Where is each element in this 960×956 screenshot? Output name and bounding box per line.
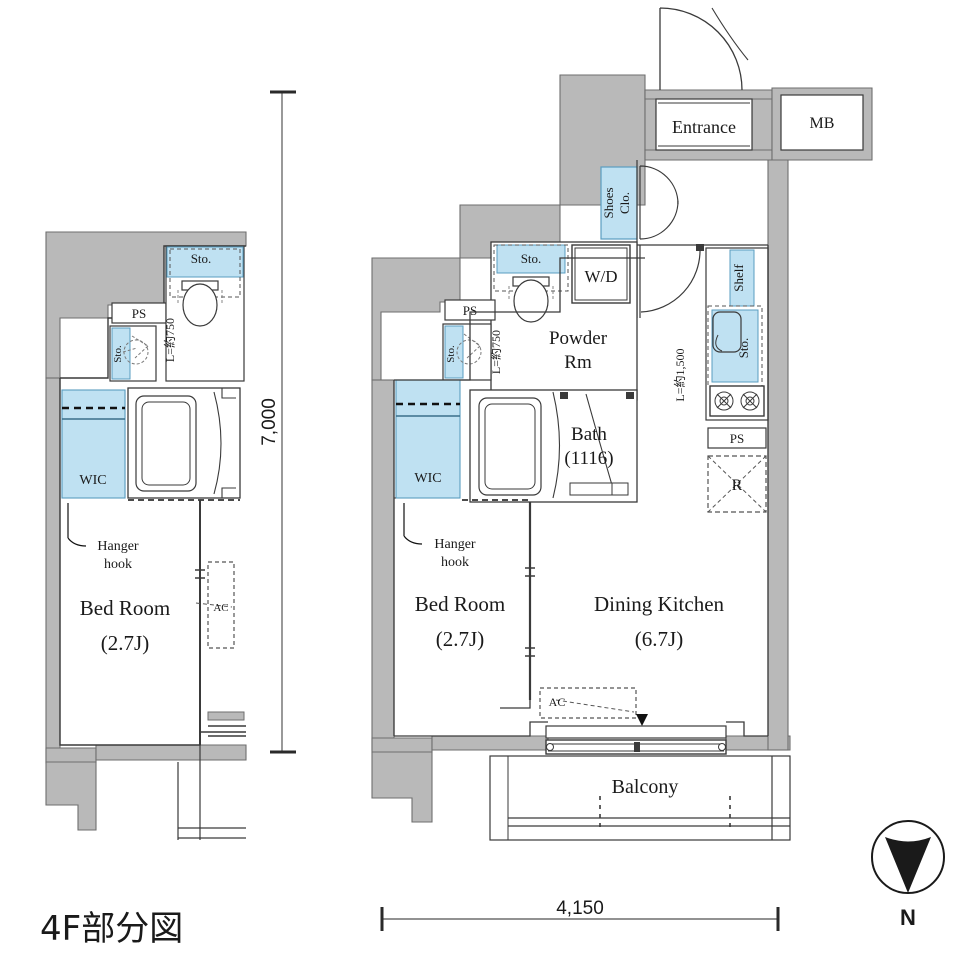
hall-door-swing-upper [639, 165, 679, 239]
left-partition-marks [195, 569, 205, 579]
left-exterior-wall-west [45, 377, 61, 764]
shoes-closet-label-1: Shoes [601, 187, 616, 218]
right-ps-kitchen: PS [707, 427, 767, 449]
bath-door-swing [552, 391, 560, 499]
left-balcony-hint [177, 711, 246, 840]
left-bath-area [127, 387, 241, 499]
kitchen-shelf-label: Shelf [731, 264, 746, 292]
powder-room: Sto. W/D Powder Rm L=約750 [488, 241, 638, 401]
bath-door-leaf [585, 393, 615, 493]
left-sto-small: Sto. [109, 325, 157, 382]
compass-needle [885, 837, 931, 893]
bath-room: Bath (1116) [469, 389, 638, 503]
kitchen-door-swing [639, 245, 701, 318]
right-interior-wall-south [394, 721, 548, 737]
left-bed-room-label-line2: (2.7J) [101, 631, 149, 655]
entrance-label: Entrance [672, 117, 736, 137]
vertical-dimension-label: 7,000 [259, 398, 280, 446]
right-hanger-hook-line2: hook [441, 555, 469, 570]
left-toilet-length-label: L=約750 [162, 318, 177, 362]
left-plan-group: PS Sto. Sto. L=約750 WIC [45, 231, 247, 840]
left-hanger-hook: Hanger hook [67, 499, 240, 572]
toilet-length-label: L=約750 [488, 330, 503, 374]
dining-kitchen-label-line2: (6.7J) [635, 627, 683, 651]
kitchen-length-label: L=約1,500 [672, 348, 687, 401]
left-sto-toilet-label: Sto. [191, 251, 212, 266]
compass-north-label: N [900, 905, 916, 930]
left-ps-box: PS [111, 302, 167, 324]
right-exterior-wall-east [767, 149, 789, 751]
right-exterior-wall-south-b [431, 735, 549, 751]
kitchen-sto-label: Sto. [736, 338, 751, 359]
left-ps-label: PS [132, 306, 146, 321]
left-bed-room-label-line1: Bed Room [80, 596, 170, 620]
refrigerator: R [707, 455, 767, 513]
horizontal-dimension-label: 4,150 [556, 898, 604, 919]
powder-room-label-line2: Rm [564, 352, 592, 373]
kitchen-column: Shelf Sto. L=約1,500 [639, 244, 769, 421]
right-ps-upper-label: PS [463, 303, 477, 318]
mb-box: MB [771, 87, 873, 161]
kitchen-sink [712, 311, 742, 353]
entrance-room: Entrance [655, 7, 753, 151]
kitchen-sto-box [711, 309, 759, 383]
right-sto-small: Sto. [442, 323, 492, 381]
bath-label-line2: (1116) [564, 448, 613, 469]
horizontal-dimension: 4,150 [380, 898, 780, 931]
left-exterior-wall-south-a [45, 747, 97, 763]
balcony-door [545, 714, 727, 755]
vertical-dimension: 7,000 [259, 90, 296, 754]
right-interior-wall-stepped [394, 257, 645, 381]
right-partition-marks [525, 567, 535, 657]
left-sto-small-label: Sto. [112, 345, 124, 363]
right-entrance-wall-north [644, 89, 773, 100]
right-wic-label: WIC [414, 471, 441, 486]
right-entrance-wall-south [644, 149, 773, 161]
mb-label: MB [810, 115, 835, 132]
left-exterior-wall-southwest [45, 761, 97, 831]
right-wic: WIC [395, 379, 461, 499]
left-wic-label: WIC [79, 473, 106, 488]
refrigerator-label: R [732, 477, 743, 494]
right-exterior-wall-west [371, 379, 395, 751]
left-hanger-hook-line2: hook [104, 557, 132, 572]
washer-dryer-label: W/D [584, 267, 617, 286]
left-hanger-hook-line1: Hanger [97, 539, 139, 554]
hall-door-swing-lower [639, 200, 679, 240]
entrance-door-leaf [711, 7, 749, 61]
door-direction-marker [636, 714, 648, 726]
right-hanger-hook-line1: Hanger [434, 537, 476, 552]
right-interior-wall-south-east [726, 721, 768, 737]
powder-sto-label: Sto. [521, 251, 542, 266]
left-exterior-wall-south-b [95, 744, 247, 761]
right-exterior-wall-south-a [371, 737, 433, 753]
kitchen-stove [709, 385, 765, 417]
dining-kitchen-label-line1: Dining Kitchen [594, 592, 725, 616]
right-ac-label: AC [549, 695, 566, 709]
right-ac-unit: AC [539, 687, 637, 719]
powder-room-label-line1: Powder [549, 328, 608, 349]
kitchen-shelf-box [729, 249, 755, 307]
right-exterior-wall-southwest [371, 751, 433, 823]
left-ac-unit: AC [195, 561, 235, 649]
shoes-closet-label-2: Clo. [617, 192, 632, 214]
left-ac-label: AC [213, 602, 228, 614]
right-sto-small-label: Sto. [445, 345, 457, 363]
right-hanger-hook: Hanger hook [403, 499, 530, 570]
entrance-door-swing [659, 7, 743, 91]
bath-label-line1: Bath [571, 424, 607, 445]
right-bed-room-label-line1: Bed Room [415, 592, 505, 616]
right-bed-room-label-line2: (2.7J) [436, 627, 484, 651]
left-wic: WIC [61, 389, 126, 499]
right-plan-group: MB Entrance Shoes Clo. [371, 7, 873, 841]
right-ps-kitchen-label: PS [730, 431, 744, 446]
balcony-label: Balcony [612, 776, 679, 798]
right-partition-foot [500, 700, 531, 709]
balcony: Balcony [489, 755, 791, 841]
plan-caption: 4F部分図 [40, 909, 183, 949]
left-toilet-area: Sto. L=約750 [162, 245, 245, 382]
compass-rose: N [871, 820, 945, 930]
